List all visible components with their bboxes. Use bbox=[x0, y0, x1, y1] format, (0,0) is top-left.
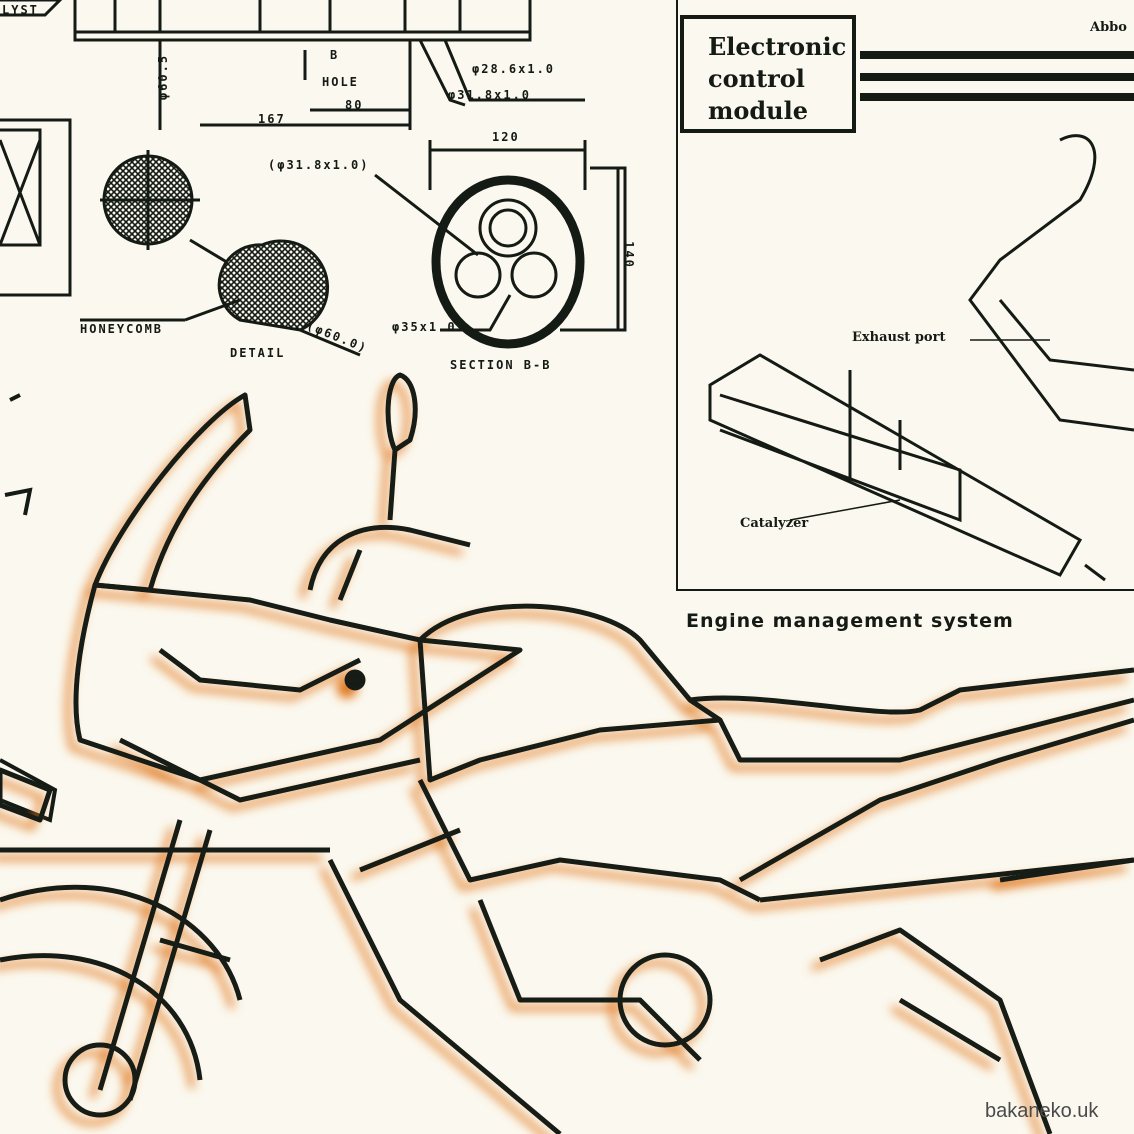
seat bbox=[689, 667, 1134, 763]
label-b: B bbox=[330, 48, 340, 62]
engine-panel-frame bbox=[676, 0, 1134, 591]
pipe-31-section-label: (φ31.8x1.0) bbox=[268, 158, 370, 172]
section-title: SECTION B-B bbox=[450, 358, 552, 372]
ecm-line1: Electronic bbox=[708, 32, 847, 61]
catalyzer-label: Catalyzer bbox=[740, 516, 809, 531]
engine-management-caption: Engine management system bbox=[686, 610, 1014, 632]
pipe-31-label: φ31.8x1.0 bbox=[448, 88, 532, 102]
frame bbox=[327, 778, 762, 1134]
tail bbox=[738, 717, 1134, 903]
honeycomb-label: HONEYCOMB bbox=[80, 322, 164, 336]
ecm-box: Electronic control module bbox=[680, 15, 856, 133]
pipe-28-label: φ28.6x1.0 bbox=[472, 62, 556, 76]
dim-phi60-5: φ60.5 bbox=[156, 53, 171, 101]
fuel-tank bbox=[417, 603, 723, 783]
watermark: bakaneko.uk bbox=[985, 1100, 1099, 1122]
handlebar bbox=[307, 525, 471, 601]
detail-circle bbox=[217, 239, 329, 332]
dim-140: 140 bbox=[621, 241, 636, 269]
dim-167: 167 bbox=[258, 112, 286, 126]
ecm-line2: control bbox=[708, 64, 805, 93]
mirror bbox=[385, 372, 418, 521]
detail-label: DETAIL bbox=[230, 346, 286, 360]
windscreen bbox=[92, 392, 253, 593]
abbo-label: Abbo bbox=[1090, 20, 1127, 35]
dim-80: 80 bbox=[345, 98, 364, 112]
dim-120: 120 bbox=[492, 130, 520, 144]
label-hole: HOLE bbox=[322, 75, 359, 89]
ecm-line3: module bbox=[708, 96, 809, 125]
grip-left bbox=[0, 767, 53, 823]
section-outer-ellipse bbox=[431, 175, 585, 349]
label-lyst: LYST bbox=[2, 3, 39, 17]
front-wheel bbox=[0, 884, 243, 1081]
front-fork bbox=[97, 819, 231, 1101]
exhaust-port-label: Exhaust port bbox=[852, 330, 946, 345]
catalyzer-drawing bbox=[708, 353, 1106, 582]
fairing bbox=[73, 582, 523, 783]
pipe-35-label: φ35x1.0 bbox=[392, 320, 457, 334]
pipe-assembly-top bbox=[73, 0, 532, 42]
